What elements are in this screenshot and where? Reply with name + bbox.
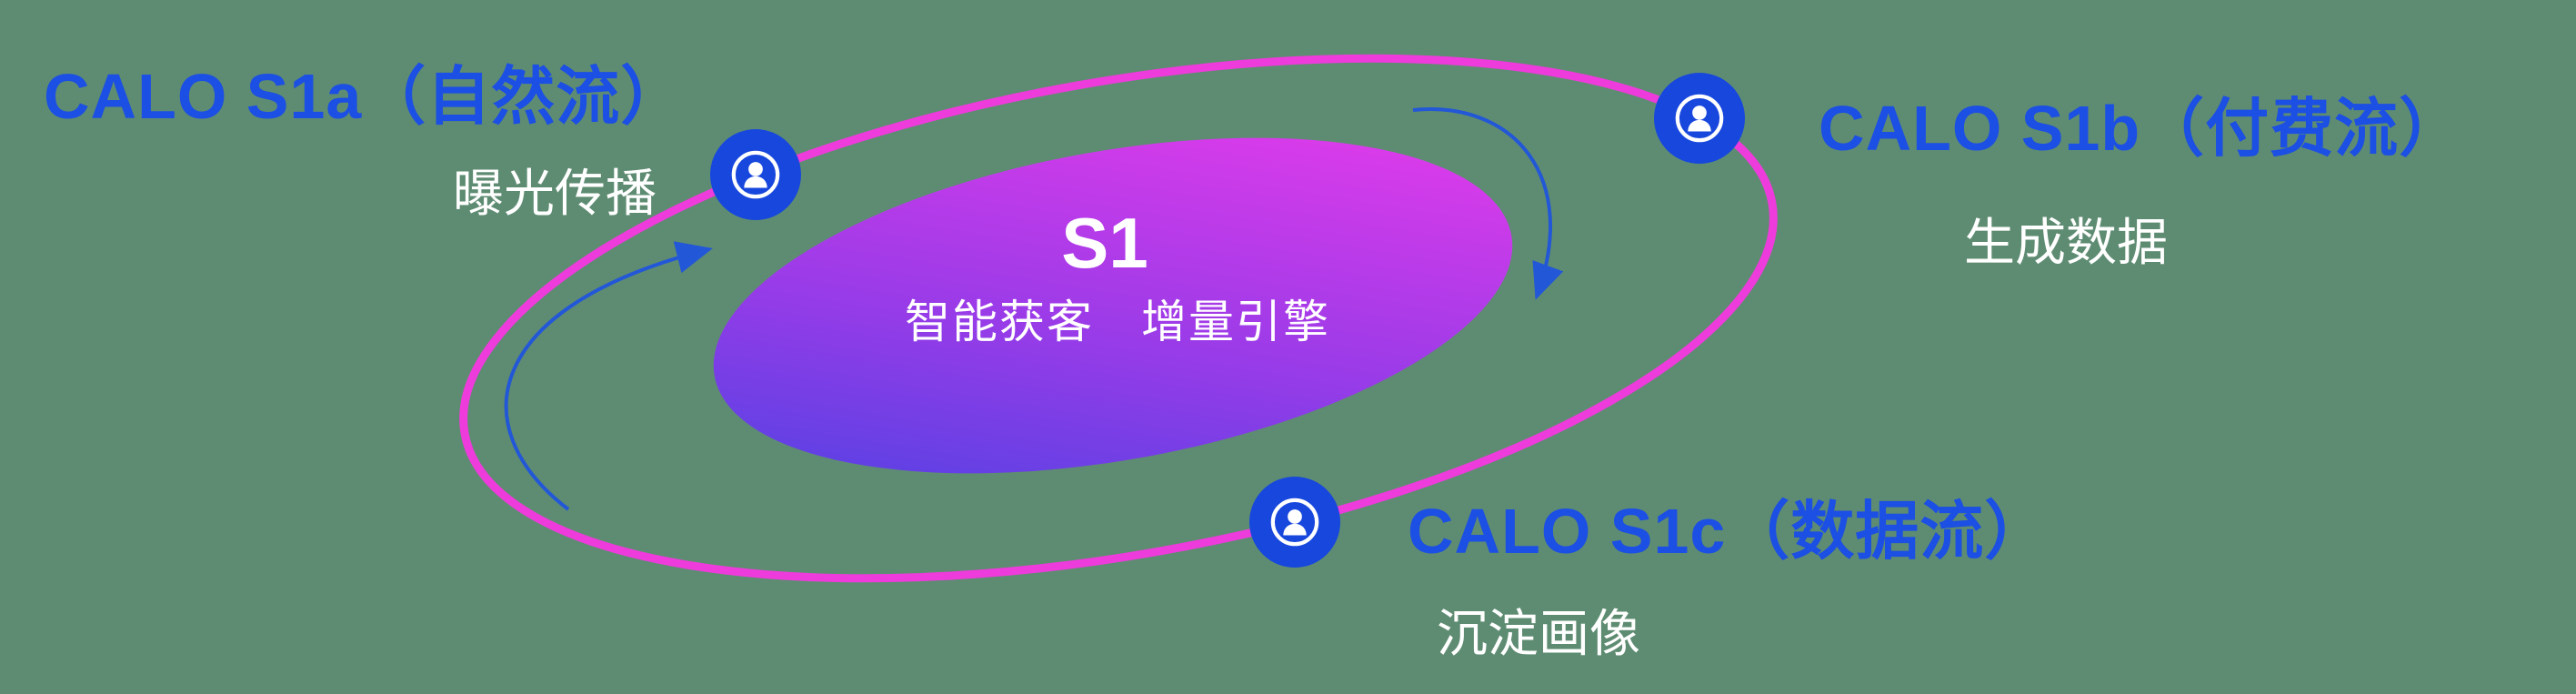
orbit-ring [459,54,1778,583]
node-s1a [710,129,801,220]
user-circle-icon [729,148,782,201]
node-s1b [1654,73,1745,164]
label-s1c: CALO S1c（数据流） [1408,496,2050,567]
sublabel-s1c: 沉淀画像 [1437,605,1640,662]
core-ellipse [713,137,1513,474]
sublabel-s1b: 生成数据 [1964,214,2168,271]
sublabel-s1a: 曝光传播 [453,165,657,222]
core-subtitle: 智能获客 增量引擎 [905,297,1330,347]
core-title: S1 [1061,203,1148,283]
user-circle-icon [1673,92,1726,145]
node-s1c [1249,477,1340,568]
flow-arrow-left [504,241,713,511]
user-circle-icon [1268,496,1321,548]
flow-arrow-right [1412,107,1564,300]
label-s1b: CALO S1b（付费流） [1819,93,2464,164]
label-s1a: CALO S1a（自然流） [44,61,686,132]
